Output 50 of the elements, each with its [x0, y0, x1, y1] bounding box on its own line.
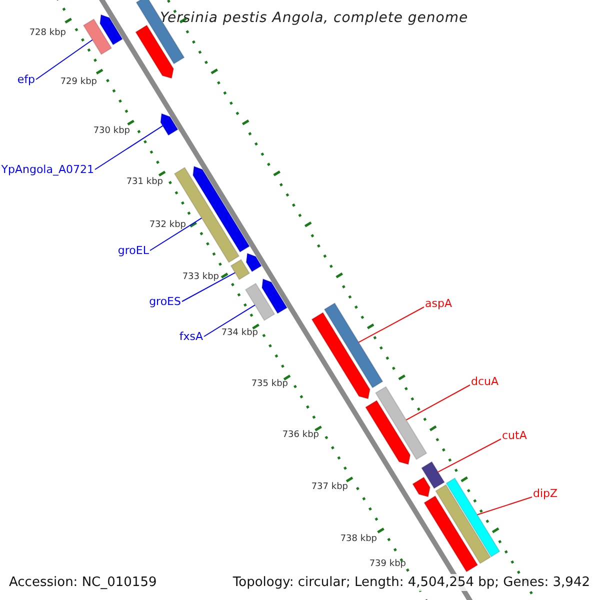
gene-label: fxsA — [179, 331, 203, 342]
gene-label: YpAngola_A0721 — [1, 164, 94, 175]
leader-line — [476, 496, 532, 516]
accession-text: Accession: NC_010159 — [9, 576, 157, 589]
leader-line — [94, 125, 164, 170]
gene-feature — [244, 282, 276, 322]
gene-label: efp — [17, 74, 35, 85]
gene-feature — [364, 400, 411, 466]
gene-feature — [374, 386, 428, 460]
gene-label: dipZ — [533, 488, 558, 499]
gene-label: groEL — [118, 245, 149, 256]
gene-label: dcuA — [471, 376, 499, 387]
gene-feature — [435, 484, 492, 564]
leader-line — [438, 438, 502, 472]
tick-label: 734 kbp — [221, 329, 258, 338]
gene-label: cutA — [502, 430, 527, 441]
gene-feature — [412, 476, 431, 498]
map-title: Yersinia pestis Angola, complete genome — [160, 11, 468, 25]
gene-feature — [230, 258, 250, 280]
tick-label: 731 kbp — [126, 178, 163, 187]
leader-line — [406, 384, 470, 420]
tick-label: 732 kbp — [149, 221, 186, 230]
gene-feature — [311, 312, 370, 400]
gene-label: groES — [149, 296, 181, 307]
gene-feature — [446, 477, 500, 558]
gene-feature — [246, 252, 262, 272]
tick-label: 739 kbp — [369, 560, 406, 569]
gene-feature — [324, 302, 384, 388]
tick-label: 736 kbp — [282, 431, 319, 440]
gene-feature — [99, 14, 124, 46]
gene-feature — [82, 18, 112, 56]
leader-line — [182, 272, 236, 302]
tick-label: 729 kbp — [60, 78, 97, 87]
gene-feature — [424, 495, 478, 572]
gene-feature — [261, 278, 288, 314]
tick-label: 728 kbp — [29, 29, 66, 38]
tick-label: 733 kbp — [182, 273, 219, 282]
gene-feature — [192, 166, 250, 253]
gene-feature — [160, 112, 178, 136]
leader-line — [150, 218, 202, 251]
leader-line — [204, 304, 256, 337]
gene-feature — [135, 24, 174, 79]
tick-label: 737 kbp — [311, 483, 348, 492]
leader-line — [358, 306, 424, 343]
genome-summary-text: Topology: circular; Length: 4,504,254 bp; Genes: 3,942 — [230, 574, 592, 591]
tick-label: 738 kbp — [340, 535, 377, 544]
tick-label: 730 kbp — [93, 127, 130, 136]
gene-label: aspA — [425, 298, 452, 309]
tick-label: 735 kbp — [251, 380, 288, 389]
gene-feature — [420, 461, 446, 490]
